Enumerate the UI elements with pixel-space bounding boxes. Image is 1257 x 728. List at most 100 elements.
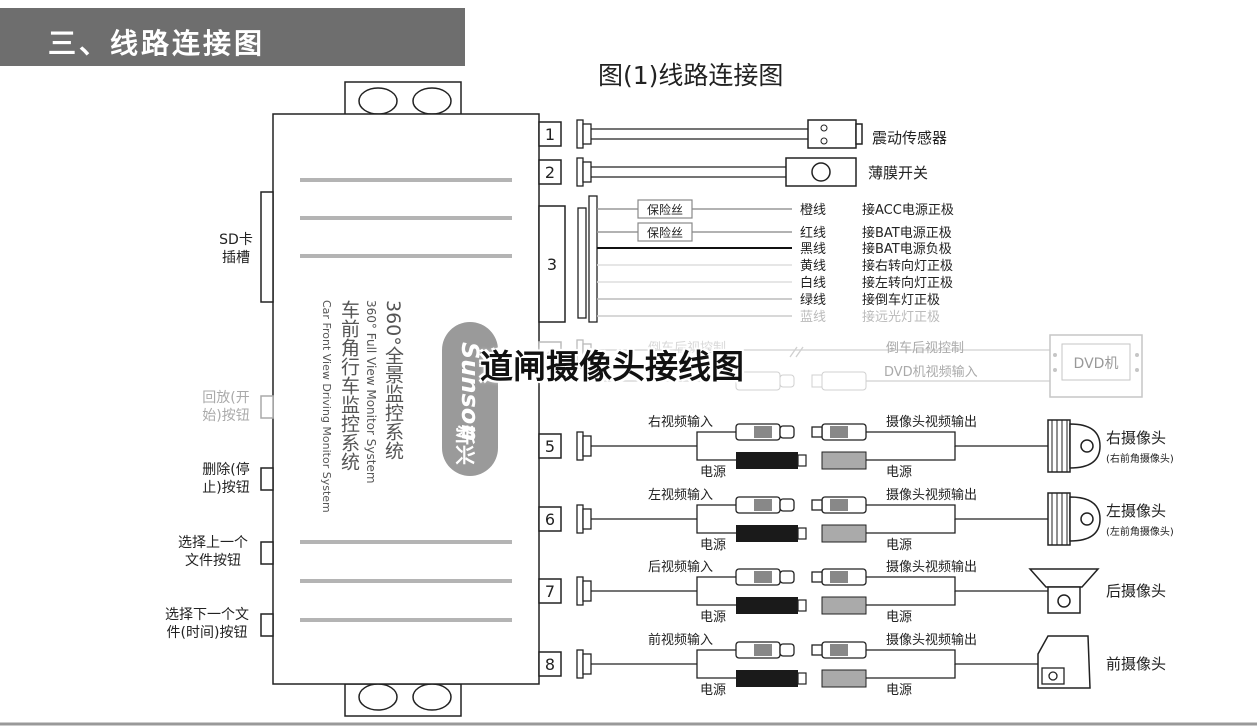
vibration-sensor-label: 震动传感器 — [872, 129, 947, 147]
camera-icon — [1037, 635, 1091, 689]
port-boxes — [538, 121, 566, 677]
vibration-sensor-icon — [807, 119, 863, 149]
power-label-left: 电源 — [700, 610, 726, 625]
watermark-title: 道闸摄像头接线图 — [480, 347, 744, 386]
figure-title: 图(1)线路连接图 — [598, 61, 784, 90]
power-label-left: 电源 — [700, 538, 726, 553]
device-text-cn2: 车前角行车监控系统 — [338, 300, 360, 471]
power-wire-4: 白线 接左转向灯正极 — [597, 275, 953, 291]
membrane-switch-icon — [785, 157, 857, 187]
wire-function: 接左转向灯正极 — [862, 275, 953, 291]
fuse-box — [637, 199, 693, 219]
wire-function: 接右转向灯正极 — [862, 258, 953, 274]
prev-file-label: 选择上一个文件按钮 — [178, 535, 248, 569]
membrane-switch-label: 薄膜开关 — [868, 164, 928, 182]
dvd-video-input-label: DVD机视频输入 — [884, 364, 978, 380]
power-wire-2: 黑线 接BAT电源负极 — [597, 241, 952, 257]
wire-function: 接BAT电源负极 — [862, 241, 952, 257]
camera-connection-1: 左视频输入摄像头视频输出电源电源左摄像头(左前角摄像头) — [591, 487, 1174, 553]
wire-color-name: 黑线 — [800, 242, 826, 257]
camera-connection-2: 后视频输入摄像头视频输出电源电源后摄像头 — [591, 559, 1166, 625]
top-mount-bracket — [344, 81, 462, 117]
port-number-2: 2 — [545, 163, 555, 182]
camera-sub-label: (左前角摄像头) — [1106, 525, 1174, 538]
wire-color-name: 橙线 — [800, 203, 826, 218]
fuse-label: 保险丝 — [647, 202, 683, 217]
video-out-label: 摄像头视频输出 — [886, 487, 977, 503]
bottom-mount-bracket — [344, 683, 462, 717]
camera-name: 后摄像头 — [1106, 582, 1166, 600]
port-number-4: 4 — [545, 345, 555, 364]
wire-color-name: 红线 — [800, 225, 826, 241]
wire-color-name: 绿线 — [800, 293, 826, 308]
device-text-cn: 360°全景监控系统 — [382, 300, 404, 460]
power-wire-1: 保险丝 红线 接BAT电源正极 — [597, 222, 952, 242]
brand-name: Sunson — [456, 342, 484, 441]
port-number-7: 7 — [545, 582, 555, 601]
power-label-right: 电源 — [886, 610, 912, 625]
wire-function: 接ACC电源正极 — [862, 202, 954, 218]
port-number-3: 3 — [547, 255, 557, 274]
camera-icon — [1047, 492, 1101, 546]
device-vent-lines — [300, 178, 512, 622]
next-file-label: 选择下一个文件(时间)按钮 — [165, 607, 249, 641]
delete-label: 删除(停止)按钮 — [202, 461, 249, 496]
port-number-6: 6 — [545, 510, 555, 529]
video-out-label: 摄像头视频输出 — [886, 632, 977, 648]
video-in-label: 左视频输入 — [648, 487, 713, 503]
camera-name: 右摄像头 — [1106, 429, 1166, 447]
power-wire-3: 黄线 接右转向灯正极 — [597, 258, 953, 274]
dvd-connection — [591, 334, 1143, 398]
video-in-label: 前视频输入 — [648, 632, 713, 648]
section-header-bar: 三、线路连接图 — [0, 8, 465, 66]
sd-card-label: SD卡插槽 — [219, 232, 253, 266]
video-in-label: 右视频输入 — [648, 414, 713, 430]
wire-color-name: 白线 — [800, 275, 826, 291]
brand-logo: Sunson 新兴 — [442, 322, 498, 476]
camera-icon — [1028, 568, 1100, 614]
wire-color-name: 黄线 — [800, 259, 826, 274]
power-wire-0: 保险丝 橙线 接ACC电源正极 — [597, 199, 954, 219]
device-text-en2: Car Front View Driving Monitor System — [320, 300, 333, 513]
wire-function: 接BAT电源正极 — [862, 225, 952, 241]
prev-file-button[interactable] — [260, 541, 274, 565]
sd-card-slot[interactable] — [260, 191, 274, 303]
camera-group: 右视频输入摄像头视频输出电源电源右摄像头(右前角摄像头)左视频输入摄像头视频输出… — [591, 414, 1174, 698]
wire-function: 接远光灯正极 — [862, 309, 940, 325]
device-text-en: 360° Full View Monitor System — [364, 300, 378, 484]
wire-color-name: 蓝线 — [800, 310, 826, 325]
connector-plugs — [576, 119, 598, 679]
camera-name: 左摄像头 — [1106, 502, 1166, 520]
reverse-control-label: 倒车后视控制 — [886, 340, 964, 356]
port-number-1: 1 — [545, 125, 555, 144]
power-label-left: 电源 — [700, 465, 726, 480]
port-number-5: 5 — [545, 437, 555, 456]
wire-function: 接倒车灯正极 — [862, 292, 940, 308]
camera-icon — [1047, 419, 1101, 473]
power-wire-6: 蓝线 接远光灯正极 — [597, 309, 940, 325]
brand-name-cn: 新兴 — [453, 425, 477, 465]
power-label-right: 电源 — [886, 538, 912, 553]
camera-connection-3: 前视频输入摄像头视频输出电源电源前摄像头 — [591, 632, 1166, 698]
camera-sub-label: (右前角摄像头) — [1106, 452, 1174, 465]
camera-connection-0: 右视频输入摄像头视频输出电源电源右摄像头(右前角摄像头) — [591, 414, 1174, 480]
power-label-left: 电源 — [700, 683, 726, 698]
playback-button[interactable] — [260, 395, 274, 419]
dvd-faded-left-label: 倒车后视控制 — [648, 340, 726, 356]
camera-name: 前摄像头 — [1106, 655, 1166, 673]
video-out-label: 摄像头视频输出 — [886, 414, 977, 430]
fuse-box — [637, 222, 693, 242]
membrane-switch-wire — [591, 166, 786, 178]
port-number-8: 8 — [545, 655, 555, 674]
section-title: 三、线路连接图 — [48, 27, 266, 60]
power-label-right: 电源 — [886, 465, 912, 480]
power-label-right: 电源 — [886, 683, 912, 698]
video-in-label: 后视频输入 — [648, 559, 713, 575]
playback-label: 回放(开始)按钮 — [202, 390, 249, 424]
vibration-sensor-wire — [591, 128, 808, 140]
delete-button[interactable] — [260, 467, 274, 491]
next-file-button[interactable] — [260, 613, 274, 637]
fuse-label: 保险丝 — [647, 225, 683, 240]
power-wire-group: 保险丝橙线接ACC电源正极保险丝红线接BAT电源正极黑线接BAT电源负极黄线接右… — [597, 199, 954, 325]
